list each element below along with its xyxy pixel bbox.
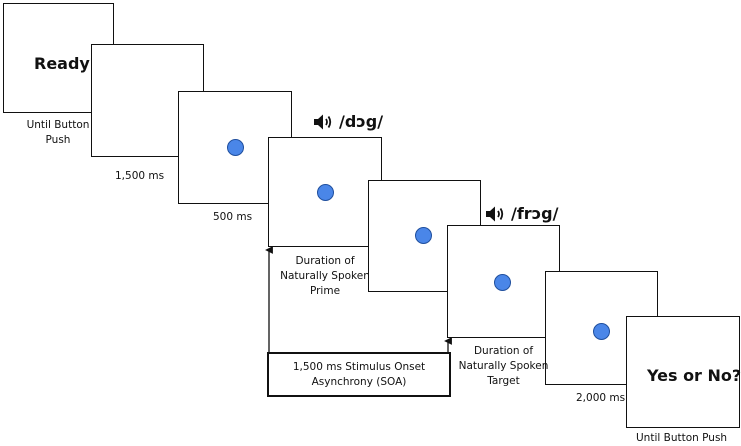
target-word: /frɔg/: [511, 204, 559, 223]
prime-duration-caption: Duration of Naturally Spoken Prime: [268, 254, 382, 299]
fixation-dot: [317, 184, 334, 201]
response-caption: Until Button Push: [636, 432, 728, 444]
caption-line: Until Button: [26, 119, 90, 131]
fixation-dot: [593, 323, 610, 340]
speaker-icon: [314, 114, 332, 129]
caption-line: Duration of: [295, 255, 355, 267]
pre-prime-duration-caption: 500 ms: [213, 211, 253, 223]
target-audio-cue: /frɔg/: [485, 204, 558, 223]
soa-line: 1,500 ms Stimulus Onset: [292, 360, 426, 373]
soa-box: 1,500 ms Stimulus Onset Asynchrony (SOA): [267, 352, 451, 397]
soa-line: Asynchrony (SOA): [311, 375, 407, 388]
caption-line: Push: [45, 134, 71, 146]
target-duration-caption: Duration of Naturally Spoken Target: [447, 344, 560, 389]
post-target-duration-caption: 2,000 ms: [576, 392, 626, 404]
target-screen: [447, 225, 560, 338]
caption-line: Target: [487, 375, 520, 387]
fixation-dot: [494, 274, 511, 291]
prime-audio-cue: /dɔg/: [313, 112, 383, 131]
caption-line: Duration of: [473, 345, 534, 357]
fixation-dot: [227, 139, 244, 156]
ready-caption: Until Button Push: [18, 118, 98, 148]
fixation-dot: [415, 227, 432, 244]
caption-line: Prime: [309, 285, 341, 297]
fixation-duration-caption: 1,500 ms: [115, 170, 165, 182]
caption-line: Naturally Spoken: [458, 360, 549, 372]
prime-screen: [268, 137, 382, 247]
prime-word: /dɔg/: [339, 112, 384, 131]
caption-line: Naturally Spoken: [280, 270, 370, 282]
response-screen: Yes or No?: [626, 316, 741, 428]
response-text: Yes or No?: [647, 366, 741, 385]
ready-text: Ready?: [34, 54, 100, 73]
speaker-icon: [486, 206, 504, 221]
